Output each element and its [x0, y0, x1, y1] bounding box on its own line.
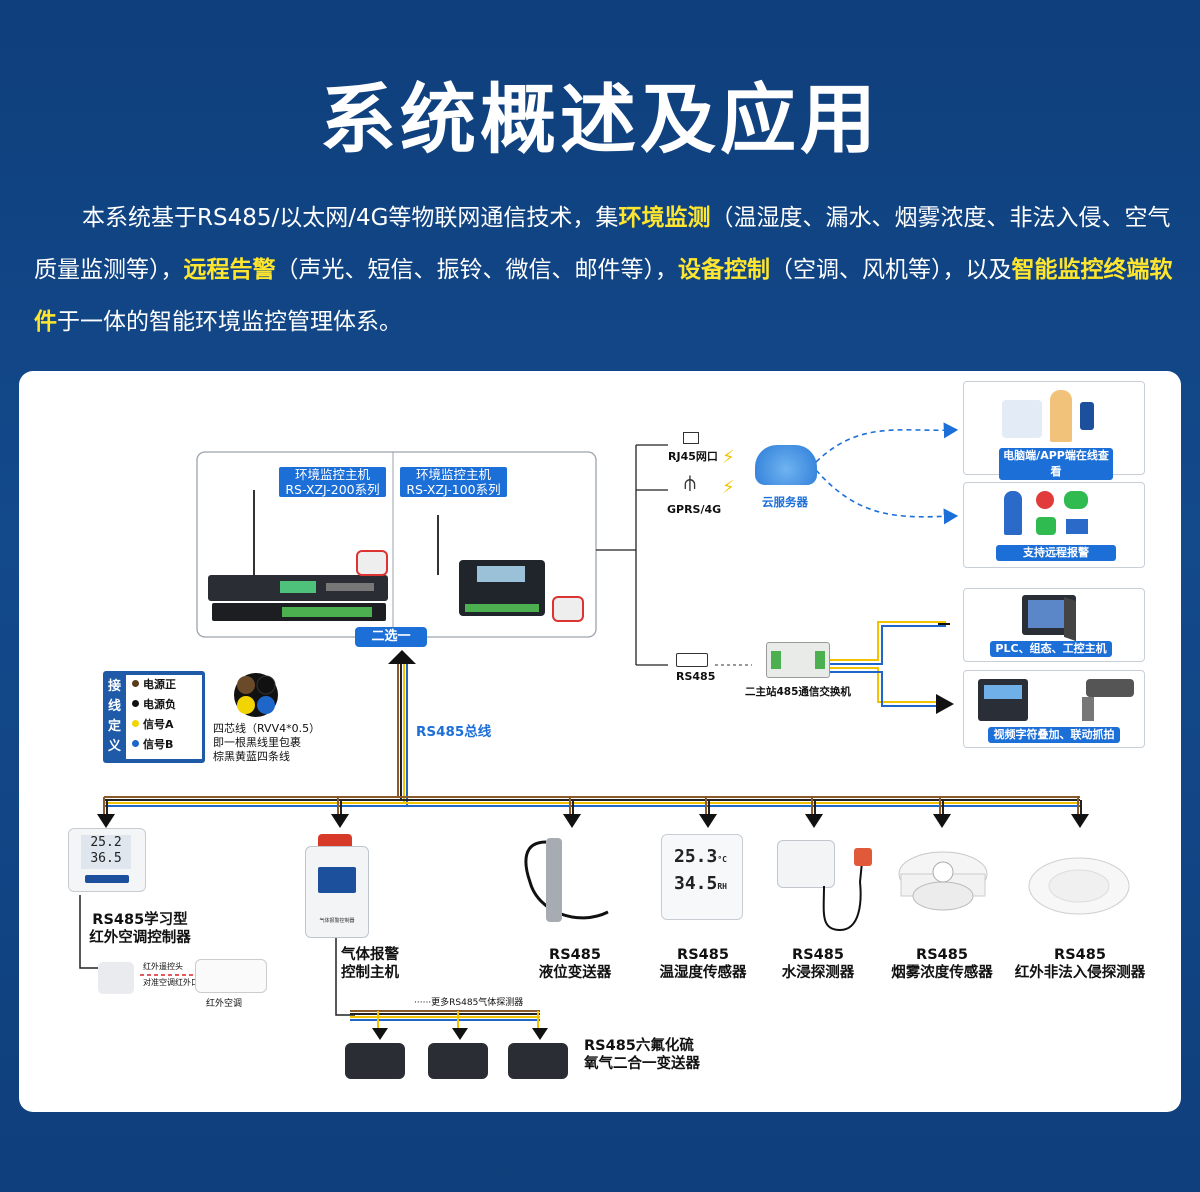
alarm-light: [318, 834, 352, 846]
water-sensor-device: [777, 840, 835, 888]
more-gas-label: ······更多RS485气体探测器: [414, 998, 524, 1008]
cable-description: 四芯线（RVV4*0.5） 即一根黑线里包裹 棕黑黄蓝四条线: [213, 722, 321, 763]
sf6-sensor-1: [345, 1043, 405, 1079]
sf6-label: RS485六氟化硫氧气二合一变送器: [584, 1038, 700, 1072]
cable-cross-section-icon: [234, 673, 278, 717]
wire-yellow: 信号A: [126, 715, 202, 735]
water-probe-cable: [822, 848, 872, 932]
liquid-level-device: [524, 838, 609, 922]
highlight-env-monitoring: 环境监测: [618, 205, 711, 231]
switch-device: [766, 642, 830, 678]
siren-200: [356, 550, 388, 576]
siren-100: [552, 596, 584, 622]
host100-device: [459, 560, 545, 616]
plc-label: PLC、组态、工控主机: [990, 641, 1112, 657]
ir-wire: [79, 895, 98, 969]
bus-drops: [103, 797, 1082, 816]
pc-app-box: 电脑端/APP端在线查看: [963, 381, 1145, 480]
video-label: 视频字符叠加、联动抓拍: [988, 727, 1120, 743]
cloud-to-alarm-arrow: [815, 469, 959, 525]
th-sensor-display: 25.3°C 34.5RH: [674, 846, 727, 894]
rj45-icon: [683, 432, 699, 444]
ir-intrusion-device: [1028, 857, 1130, 915]
gas-panel-label: 气体报警控制器: [319, 918, 355, 924]
intro-paragraph: 本系统基于RS485/以太网/4G等物联网通信技术，集环境监测（温湿度、漏水、烟…: [34, 192, 1174, 348]
sf6-sensor-3: [508, 1043, 568, 1079]
gas-sub-bus: [350, 1010, 540, 1030]
host200-label: 环境监控主机 RS-XZJ-200系列: [279, 467, 386, 497]
smoke-sensor-device: [898, 851, 988, 911]
video-box: 视频字符叠加、联动抓拍: [963, 670, 1145, 748]
rj45-label: RJ45网口: [668, 450, 718, 463]
antenna-200: [253, 490, 255, 575]
alarm-box: 支持远程报警: [963, 482, 1145, 568]
device-label-ir: RS485学习型红外空调控制器: [89, 912, 191, 946]
wire-brown: 电源正: [126, 675, 202, 695]
cloud-icon: [755, 445, 817, 485]
ac-label: 红外空调: [206, 999, 243, 1009]
rs485-bus: [104, 650, 1080, 807]
wire-blue: 信号B: [126, 735, 202, 755]
host100-label: 环境监控主机 RS-XZJ-100系列: [400, 467, 507, 497]
alarm-label: 支持远程报警: [996, 545, 1116, 561]
sf6-sensor-2: [428, 1043, 488, 1079]
air-conditioner: [195, 959, 267, 993]
rs485-bus-label: RS485总线: [416, 724, 492, 740]
rs485-port-label: RS485: [676, 670, 716, 683]
antenna-100: [437, 515, 439, 575]
ir-head-label: 红外遥控头: [143, 962, 183, 971]
db9-icon: [676, 653, 708, 667]
gas-controller-device: 气体报警控制器: [305, 846, 369, 938]
page-title: 系统概述及应用: [320, 75, 880, 164]
ir-head-device: [98, 962, 134, 994]
wire-black: 电源负: [126, 695, 202, 715]
host200-device: [208, 575, 388, 601]
choose-one-badge: 二选一: [355, 627, 427, 647]
cloud-label: 云服务器: [762, 495, 808, 509]
cloud-to-app-arrow: [815, 422, 959, 463]
intro-text-5: 于一体的智能环境监控管理体系。: [57, 309, 402, 335]
cell-tower-icon: ⫛: [684, 470, 696, 494]
highlight-software: 智能监控终端软件: [34, 257, 1173, 335]
host200-back: [212, 603, 386, 621]
highlight-device-control: 设备控制: [678, 257, 770, 283]
gas-wire: [335, 935, 355, 1016]
pc-app-label: 电脑端/APP端在线查看: [999, 448, 1113, 480]
signal-bolt-icon-2: ⚡: [722, 477, 735, 498]
gprs-label: GPRS/4G: [667, 503, 722, 516]
intro-text-3: （声光、短信、振铃、微信、邮件等），: [275, 257, 679, 283]
ir-head-label-2: 对准空调红外口: [143, 978, 199, 987]
intro-text-2: （温湿度、漏水、烟雾浓度、非法入侵、空气质量监测等），: [34, 205, 1171, 283]
highlight-remote-alarm: 远程告警: [183, 257, 276, 283]
intro-text-4: （空调、风机等），以及: [770, 257, 1012, 283]
device-label-gas: 气体报警控制主机: [341, 947, 399, 981]
th-sensor-device: 25.3°C 34.5RH: [661, 834, 743, 920]
wiring-definition-box: 接 线 定 义 电源正 电源负 信号A 信号B: [103, 671, 205, 763]
switch-label: 二主站485通信交换机: [745, 686, 851, 698]
host-network-lines: [596, 444, 668, 666]
drop-arrowheads: [97, 814, 1089, 828]
signal-bolt-icon: ⚡: [722, 447, 735, 468]
wiring-title: 接 线 定 义: [107, 679, 121, 754]
plc-box: PLC、组态、工控主机: [963, 588, 1145, 662]
intro-text-1: 本系统基于RS485/以太网/4G等物联网通信技术，集: [82, 205, 619, 231]
